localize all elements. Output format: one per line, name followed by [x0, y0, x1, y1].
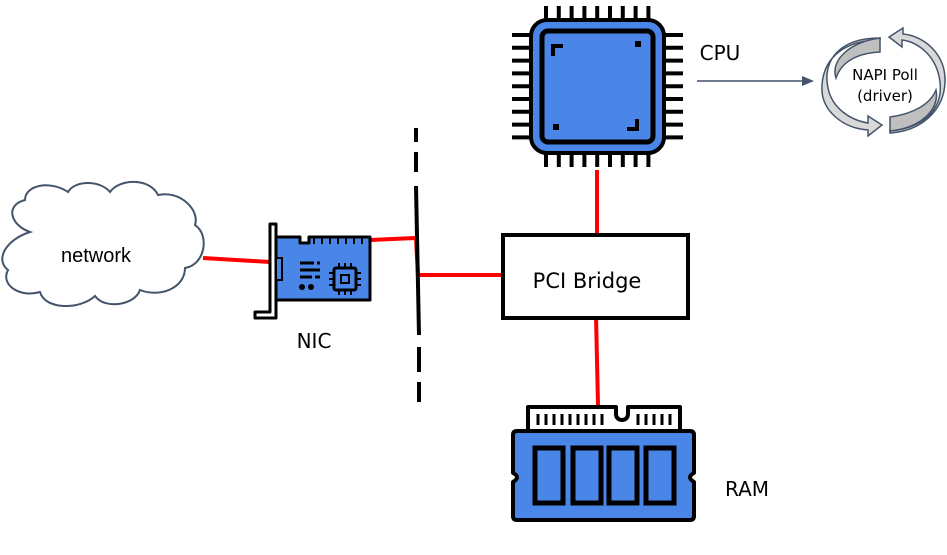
pci-bridge: PCI Bridge	[501, 233, 690, 320]
cpu-chip: CPU	[512, 6, 740, 167]
cpu-to-napi-arrow	[697, 76, 814, 86]
network-label: network	[61, 245, 132, 267]
network-card-icon	[253, 222, 372, 320]
napi-poll: NAPI Poll (driver)	[821, 26, 946, 138]
nic-label: NIC	[297, 329, 332, 353]
bus-boundary-dashed-line	[414, 128, 421, 402]
napi-label-line1: NAPI Poll	[852, 66, 918, 84]
network-cloud: network	[1, 180, 205, 308]
cpu-chip-icon	[512, 6, 683, 167]
ram-module-icon	[511, 405, 696, 522]
pci-bridge-label: PCI Bridge	[533, 269, 642, 293]
ram-label: RAM	[725, 477, 769, 501]
pci-bridge-box	[501, 233, 690, 320]
arrow-head-icon	[802, 76, 814, 86]
link-nic-pci	[369, 235, 502, 277]
cpu-label: CPU	[700, 41, 741, 65]
cloud-icon	[1, 180, 205, 308]
nic-card: NIC	[253, 222, 372, 353]
circular-arrows-icon	[821, 26, 946, 138]
link-pci-ram	[594, 315, 600, 406]
napi-label-line2: (driver)	[857, 87, 913, 105]
ram-module: RAM	[511, 405, 769, 522]
connections	[202, 170, 600, 406]
link-network-nic	[202, 256, 271, 264]
